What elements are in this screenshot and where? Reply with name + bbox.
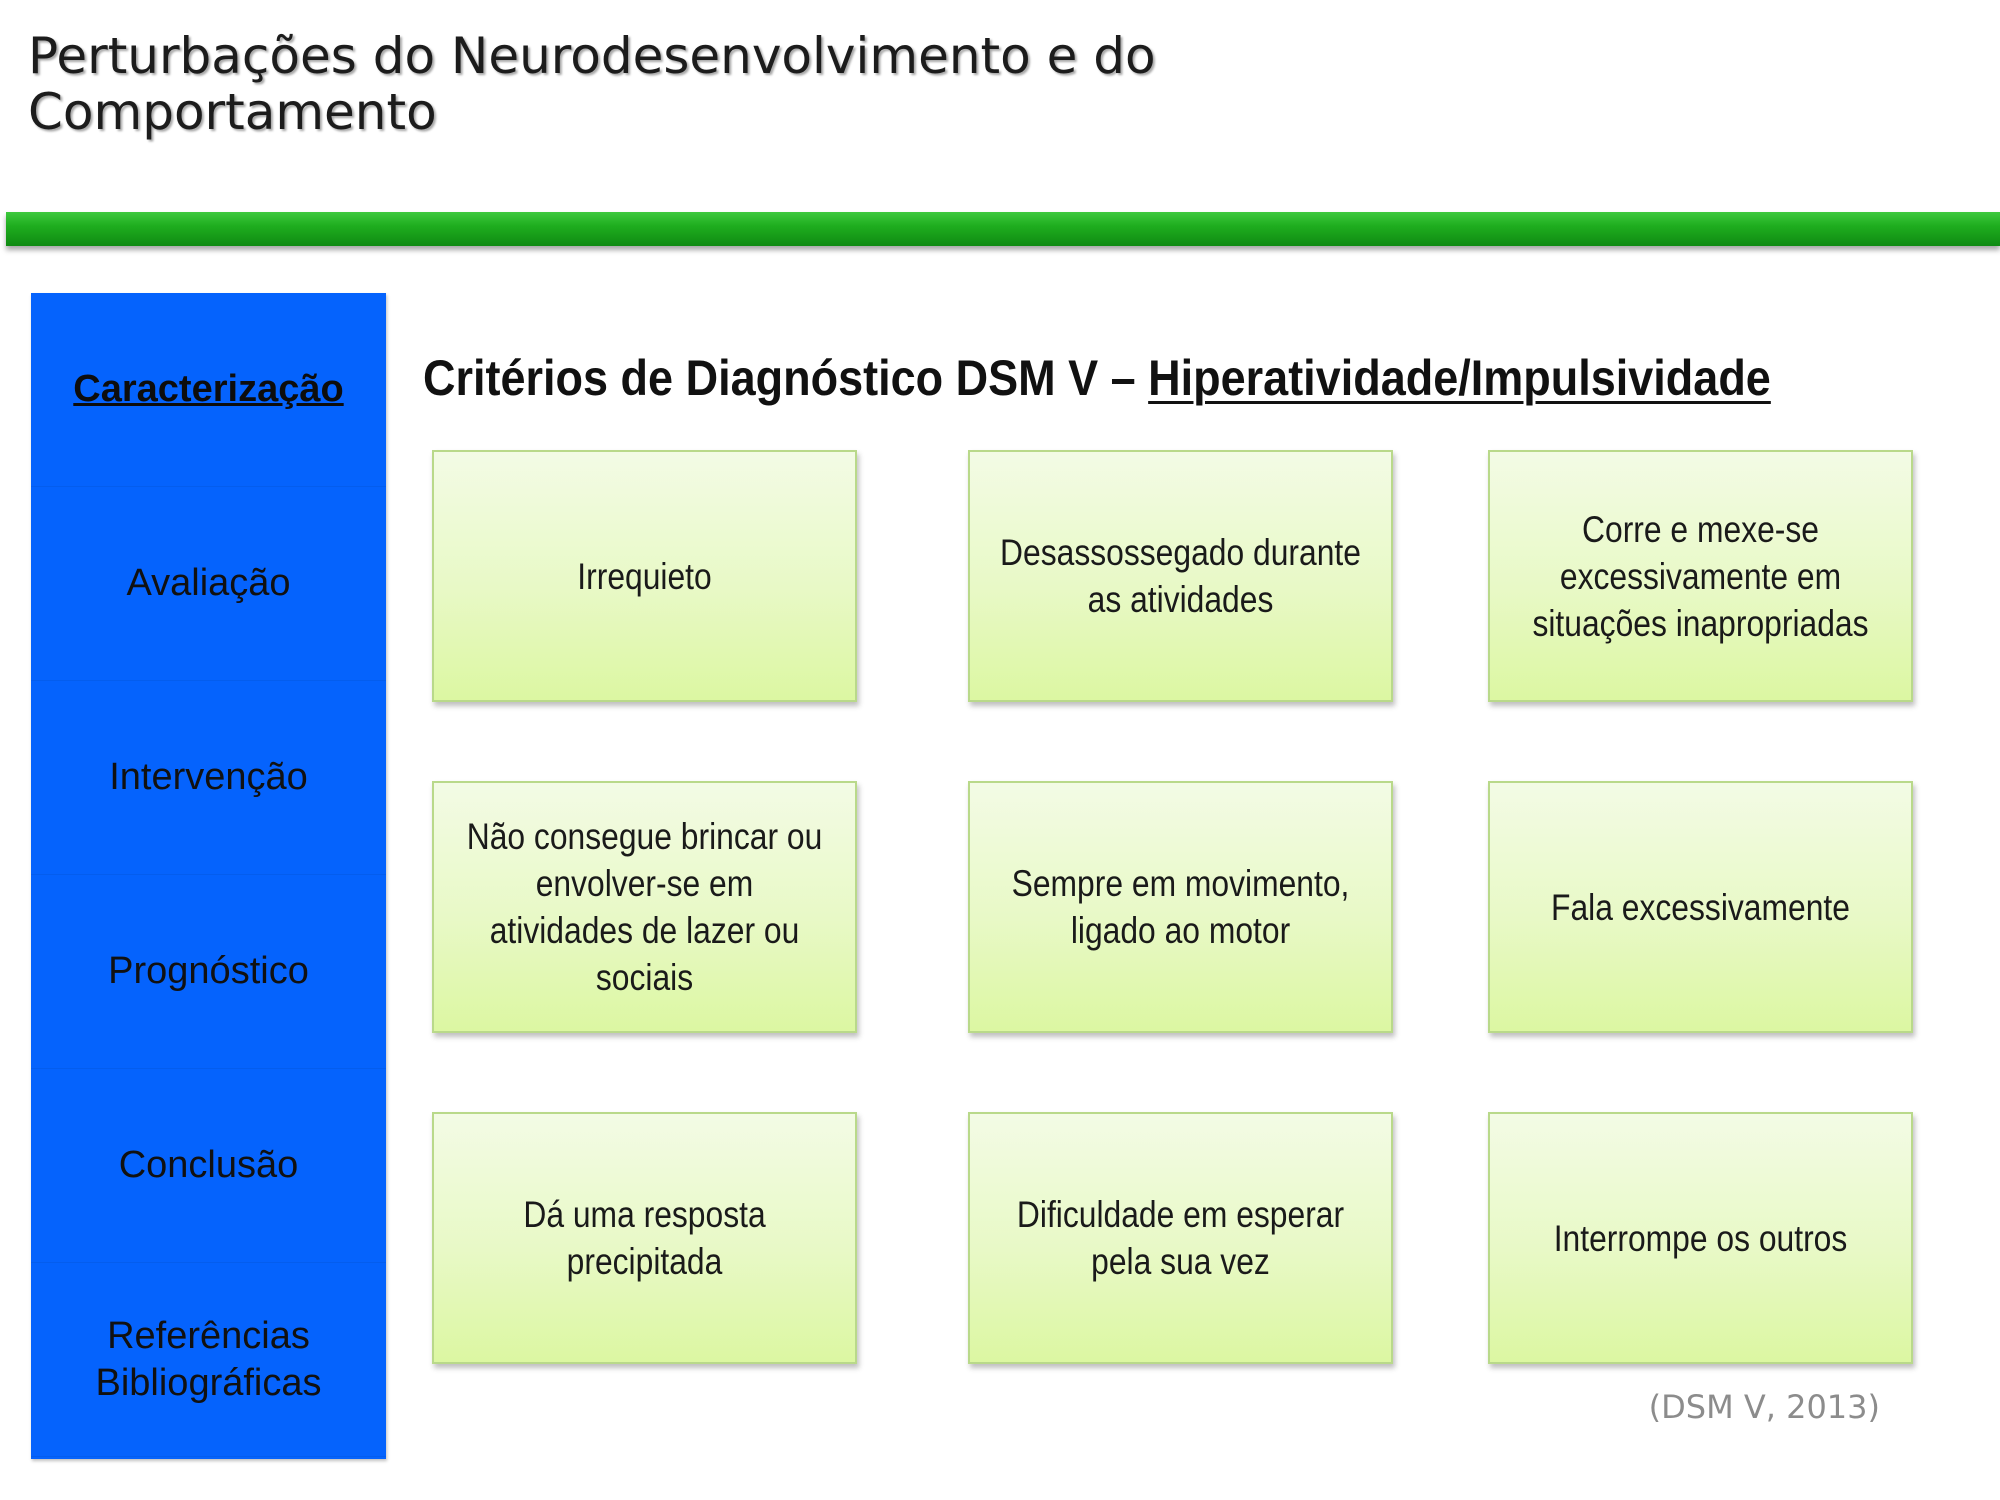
- criterion-card: Irrequieto: [432, 450, 857, 702]
- sidebar-nav: Caracterização Avaliação Intervenção Pro…: [31, 293, 386, 1459]
- section-heading-prefix: Critérios de Diagnóstico DSM V –: [423, 350, 1149, 406]
- criterion-card: Desassossegado durante as atividades: [968, 450, 1393, 702]
- criterion-text: Interrompe os outros: [1553, 1217, 1848, 1259]
- criterion-text: Dificuldade em esperar pela sua vez: [1016, 1194, 1345, 1282]
- criterion-text: Não consegue brincar ou envolver-se em a…: [466, 816, 823, 998]
- criterion-card: Não consegue brincar ou envolver-se em a…: [432, 781, 857, 1033]
- criterion-text: Corre e mexe-se excessivamente em situaç…: [1532, 508, 1869, 644]
- criterion-text: Irrequieto: [577, 555, 712, 597]
- criterion-card: Sempre em movimento, ligado ao motor: [968, 781, 1393, 1033]
- criterion-text: Sempre em movimento, ligado ao motor: [1011, 863, 1350, 951]
- sidebar-item-avaliacao[interactable]: Avaliação: [31, 487, 386, 681]
- slide-title: Perturbações do Neurodesenvolvimento e d…: [28, 27, 1156, 141]
- criterion-text: Fala excessivamente: [1551, 886, 1850, 928]
- criterion-card: Corre e mexe-se excessivamente em situaç…: [1488, 450, 1913, 702]
- criterion-card: Dificuldade em esperar pela sua vez: [968, 1112, 1393, 1364]
- criterion-card: Dá uma resposta precipitada: [432, 1112, 857, 1364]
- criterion-text: Desassossegado durante as atividades: [1000, 532, 1361, 620]
- sidebar-item-prognostico[interactable]: Prognóstico: [31, 875, 386, 1069]
- section-heading: Critérios de Diagnóstico DSM V – Hiperat…: [423, 345, 1773, 411]
- criterion-card: Fala excessivamente: [1488, 781, 1913, 1033]
- sidebar-item-intervencao[interactable]: Intervenção: [31, 681, 386, 875]
- source-citation: (DSM V, 2013): [1648, 1388, 1880, 1426]
- criterion-text: Dá uma resposta precipitada: [523, 1194, 766, 1282]
- sidebar-item-conclusao[interactable]: Conclusão: [31, 1069, 386, 1263]
- sidebar-item-referencias[interactable]: Referências Bibliográficas: [31, 1263, 386, 1457]
- criterion-card: Interrompe os outros: [1488, 1112, 1913, 1364]
- section-heading-topic: Hiperatividade/Impulsividade: [1148, 350, 1771, 406]
- sidebar-item-caracterizacao[interactable]: Caracterização: [31, 293, 386, 487]
- title-divider-bar: [6, 212, 2000, 246]
